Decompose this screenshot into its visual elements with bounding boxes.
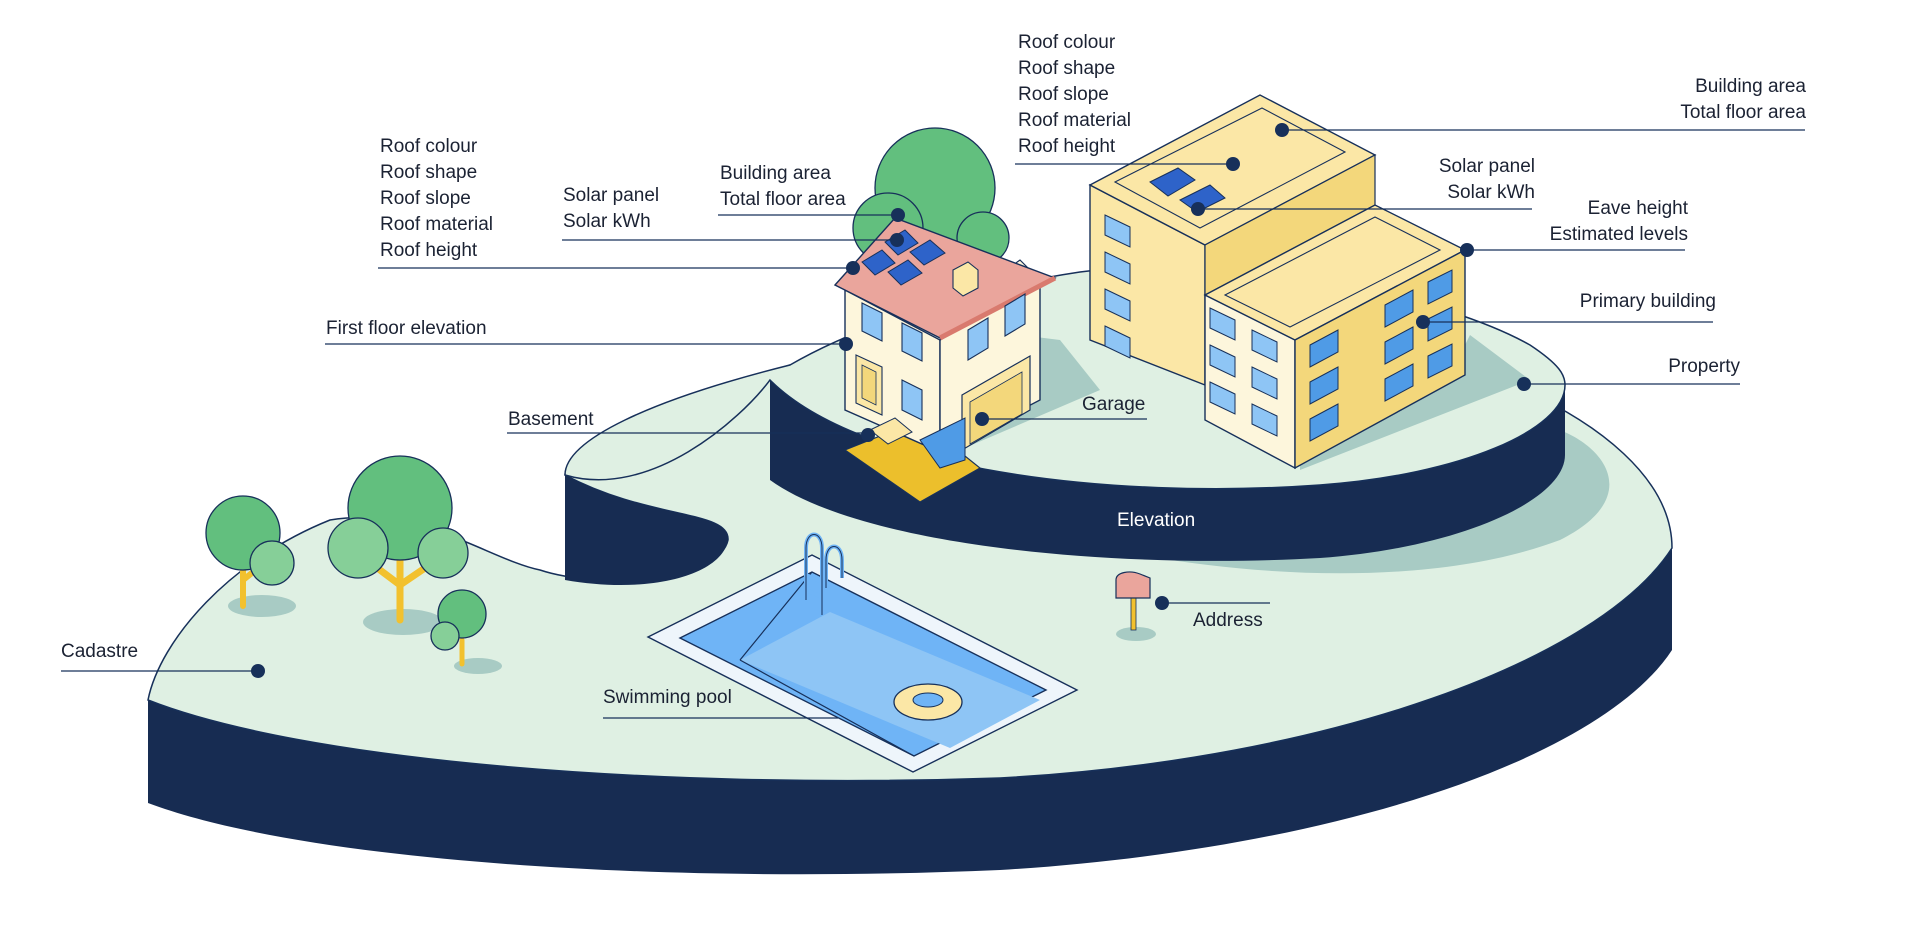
label-text: Basement xyxy=(508,409,594,430)
lower-terrain-side xyxy=(148,548,1672,875)
leader-dots xyxy=(251,123,1531,678)
label-apt-area: Building area Total floor area xyxy=(1680,74,1806,126)
label-text: First floor elevation xyxy=(326,318,487,339)
dot-apt-roof xyxy=(1226,157,1240,171)
tree-crown xyxy=(430,621,460,651)
label-text: Solar panel xyxy=(1438,156,1535,177)
label-text: Solar panel xyxy=(563,185,660,206)
label-garage: Garage xyxy=(1082,392,1145,418)
label-text: Eave height xyxy=(1587,198,1688,219)
label-property: Property xyxy=(1668,354,1740,380)
label-text: Address xyxy=(1193,610,1263,631)
label-house-roof: Roof colour Roof shape Roof slope Roof m… xyxy=(380,134,493,264)
plateau-shadow xyxy=(1000,430,1610,574)
dot-house-area xyxy=(891,208,905,222)
label-text: Property xyxy=(1668,356,1740,377)
label-text: Estimated levels xyxy=(1549,224,1688,245)
plateau-side xyxy=(770,380,1565,561)
label-text: Solar kWh xyxy=(563,211,651,232)
label-eave: Eave height Estimated levels xyxy=(1550,196,1688,248)
swimming-pool xyxy=(646,532,1079,773)
label-apt-solar: Solar panel Solar kWh xyxy=(1439,154,1535,206)
apartment-building xyxy=(1088,94,1467,470)
dot-cadastre xyxy=(251,664,265,678)
label-text: Primary building xyxy=(1579,291,1716,312)
tree-crown xyxy=(249,540,295,586)
plateau-left-arm-side xyxy=(565,475,729,586)
label-text: Swimming pool xyxy=(603,687,732,708)
label-text: Roof colour xyxy=(380,136,478,157)
label-house-area: Building area Total floor area xyxy=(720,161,846,213)
tree-crown xyxy=(417,527,469,579)
dot-house-roof xyxy=(846,261,860,275)
label-text: Elevation xyxy=(1117,510,1196,531)
label-elevation: Elevation xyxy=(1117,508,1195,534)
label-text: Cadastre xyxy=(61,641,139,662)
label-text: Garage xyxy=(1082,394,1146,415)
label-house-solar: Solar panel Solar kWh xyxy=(563,183,659,235)
label-text: Solar kWh xyxy=(1447,182,1535,203)
label-text: Roof height xyxy=(1018,136,1116,157)
label-first-floor-elevation: First floor elevation xyxy=(326,316,487,342)
dot-property xyxy=(1517,377,1531,391)
label-apt-roof: Roof colour Roof shape Roof slope Roof m… xyxy=(1018,30,1131,160)
trees xyxy=(205,455,1156,674)
label-primary-building: Primary building xyxy=(1580,289,1716,315)
dot-address xyxy=(1155,596,1169,610)
house-solar-panels xyxy=(861,229,946,286)
label-text: Total floor area xyxy=(720,189,846,210)
mailbox xyxy=(1115,571,1151,631)
label-basement: Basement xyxy=(508,407,594,433)
label-text: Building area xyxy=(1695,76,1806,97)
dot-house-solar xyxy=(890,233,904,247)
pool-water xyxy=(740,612,1040,748)
dot-primary-building xyxy=(1416,315,1430,329)
label-text: Roof slope xyxy=(1018,84,1109,105)
label-text: Roof material xyxy=(1018,110,1131,131)
label-text: Roof height xyxy=(380,240,478,261)
label-swimming-pool: Swimming pool xyxy=(603,685,732,711)
dot-basement xyxy=(861,428,875,442)
label-text: Roof material xyxy=(380,214,493,235)
dot-eave xyxy=(1460,243,1474,257)
tree-crown xyxy=(327,517,389,579)
label-text: Total floor area xyxy=(1680,102,1806,123)
dot-garage xyxy=(975,412,989,426)
label-address: Address xyxy=(1193,608,1263,634)
label-text: Roof shape xyxy=(380,162,478,183)
label-text: Building area xyxy=(720,163,831,184)
dot-apt-solar xyxy=(1191,202,1205,216)
label-text: Roof slope xyxy=(380,188,471,209)
house xyxy=(833,127,1057,503)
label-text: Roof colour xyxy=(1018,32,1116,53)
dot-first-floor xyxy=(839,337,853,351)
leader-lines xyxy=(61,129,1805,719)
label-cadastre: Cadastre xyxy=(61,639,138,665)
label-text: Roof shape xyxy=(1018,58,1116,79)
dot-apt-area xyxy=(1275,123,1289,137)
